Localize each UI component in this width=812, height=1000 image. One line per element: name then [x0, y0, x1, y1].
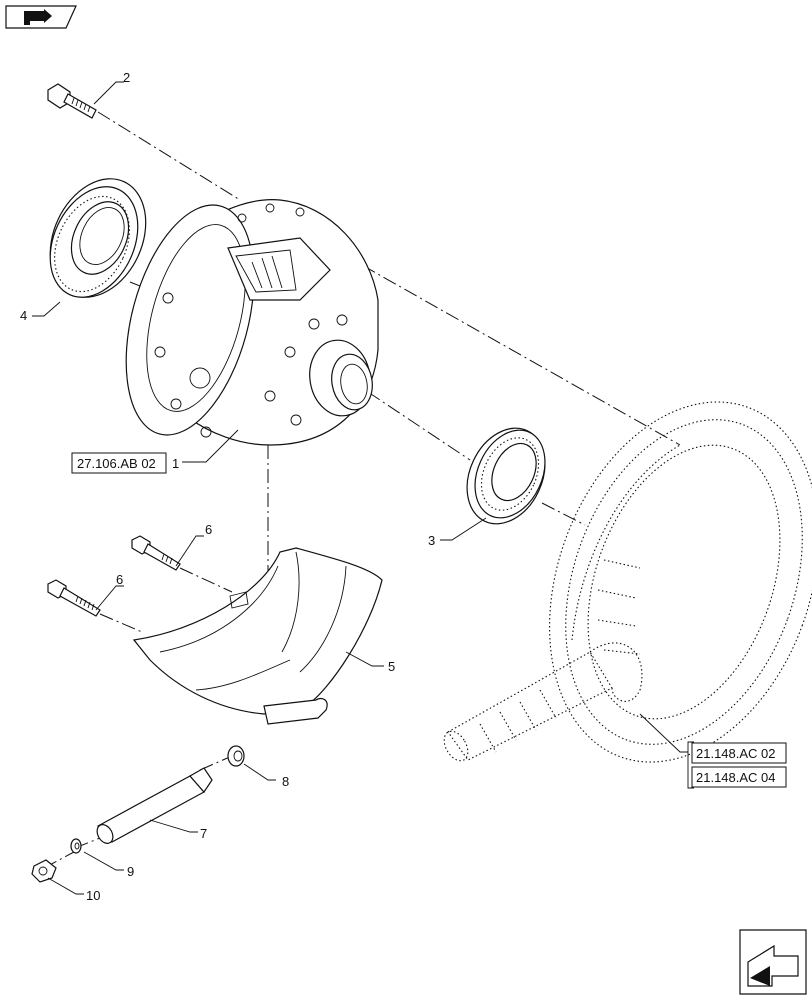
ref-box-ring-gear-1[interactable]: 21.148.AC 02 [691, 742, 787, 764]
next-page-arrow-icon[interactable] [5, 5, 77, 29]
part-shaft-7 [96, 767, 213, 844]
callout-7: 7 [200, 826, 207, 841]
part-bolt-6a [131, 535, 181, 571]
part-washer-9 [70, 838, 82, 854]
ref-box-differential-housing[interactable]: 27.106.AB 02 [71, 452, 167, 474]
part-bearing-3 [466, 427, 546, 525]
callout-leaders [32, 81, 688, 895]
callout-6-upper: 6 [205, 522, 212, 537]
part-washer-8 [227, 745, 245, 767]
ref-ring-gear-2-label: 21.148.AC 04 [696, 770, 776, 785]
callout-10: 10 [86, 888, 100, 903]
part-screw-10 [31, 859, 57, 883]
callout-4: 4 [20, 308, 27, 323]
part-bolt-6b [47, 579, 101, 617]
callout-3: 3 [428, 533, 435, 548]
callout-1: 1 [172, 456, 179, 471]
part-bolt-2 [47, 83, 97, 119]
callout-6-lower: 6 [116, 572, 123, 587]
callout-9: 9 [127, 864, 134, 879]
callout-5: 5 [388, 659, 395, 674]
ring-gear-and-pinion [443, 401, 812, 763]
part-cover-5 [132, 547, 383, 725]
ref-ring-gear-1-label: 21.148.AC 02 [696, 746, 776, 761]
ref-differential-housing-label: 27.106.AB 02 [77, 456, 156, 471]
ref-bracket-ring-gear [687, 741, 694, 789]
previous-page-arrow-icon[interactable] [739, 929, 807, 995]
callout-8: 8 [282, 774, 289, 789]
part-differential-housing-1 [125, 199, 379, 446]
callout-2: 2 [123, 70, 130, 85]
ref-box-ring-gear-2[interactable]: 21.148.AC 04 [691, 766, 787, 788]
part-bearing-4 [49, 178, 147, 298]
